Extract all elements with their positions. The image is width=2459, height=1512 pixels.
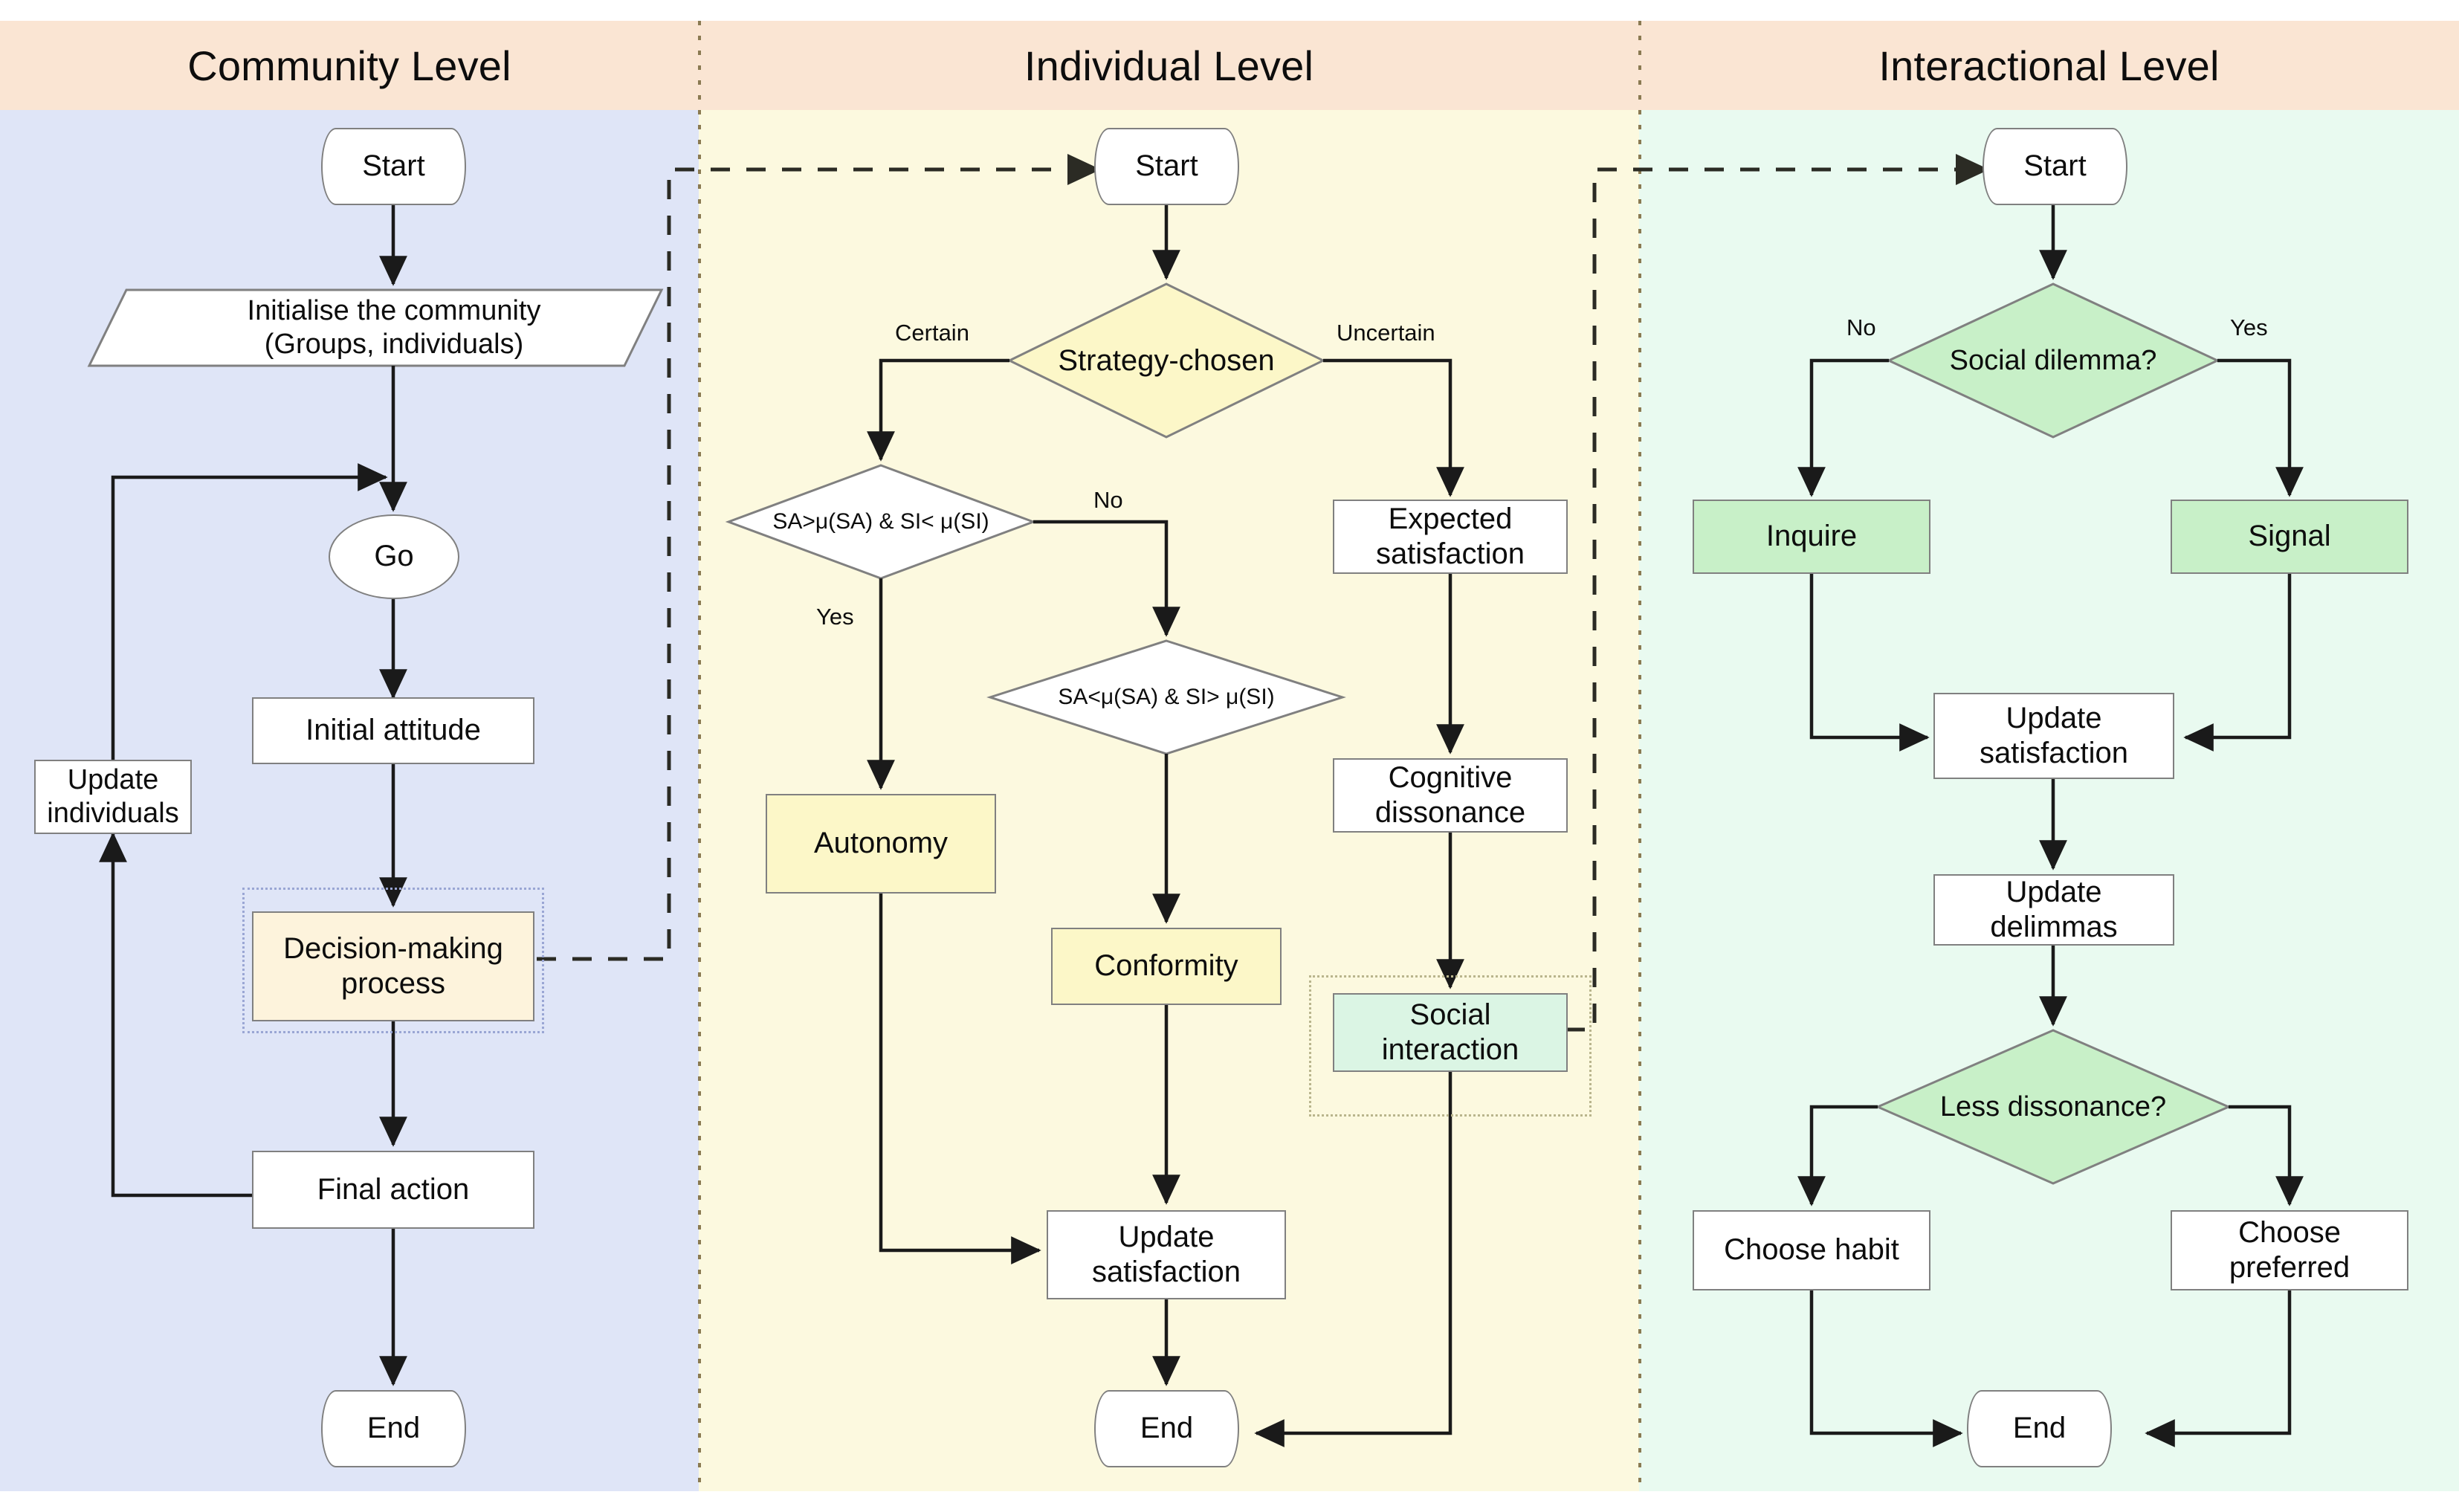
node-label: End xyxy=(1140,1412,1194,1445)
edge-xinquire-xupdatesat xyxy=(1809,574,1930,752)
node-label: Final action xyxy=(317,1172,470,1206)
lane-title-interactional: Interactional Level xyxy=(1878,42,2220,89)
node-label-line2: (Groups, individuals) xyxy=(264,329,524,360)
node-interactional-end[interactable]: End xyxy=(1967,1390,2112,1467)
node-label-line1: Update xyxy=(67,764,159,796)
dashed-link-social-to-interactional-start xyxy=(1494,154,1990,1032)
node-interactional-signal[interactable]: Signal xyxy=(2171,500,2408,574)
node-community-initialise[interactable]: Initialise the community (Groups, indivi… xyxy=(119,290,669,366)
node-individual-update-satisfaction[interactable]: Update satisfaction xyxy=(1047,1210,1286,1299)
node-label-line2: satisfaction xyxy=(1091,1256,1241,1288)
node-interactional-update-dilemmas[interactable]: Update delimmas xyxy=(1933,874,2174,946)
edge-label-certain: Certain xyxy=(895,320,969,346)
node-interactional-inquire[interactable]: Inquire xyxy=(1693,500,1930,574)
node-community-decision-making[interactable]: Decision-making process xyxy=(252,911,534,1021)
node-label: Start xyxy=(1135,149,1198,183)
edge-xsignal-xupdatesat xyxy=(2183,574,2292,752)
edge-icond1-icond2 xyxy=(1033,520,1180,637)
lane-title-community: Community Level xyxy=(187,42,511,89)
node-label-line2: delimmas xyxy=(1990,911,2118,943)
node-label: Go xyxy=(374,540,414,573)
node-label: Start xyxy=(2023,149,2087,183)
node-label: Inquire xyxy=(1765,520,1858,553)
edge-istrategy-iexpected xyxy=(1323,358,1464,497)
node-label: End xyxy=(2012,1412,2067,1445)
node-label-line2: satisfaction xyxy=(1375,537,1525,570)
group-social-interaction xyxy=(1309,975,1592,1117)
edge-label-yes-dilemma: Yes xyxy=(2230,314,2268,340)
node-label-line2: interaction xyxy=(1381,1033,1519,1066)
edge-xdilemma-xinquire xyxy=(1797,358,1889,497)
node-interactional-start[interactable]: Start xyxy=(1983,128,2127,205)
edge-istrategy-icond1 xyxy=(867,358,1009,462)
node-label: Autonomy xyxy=(813,827,949,860)
node-label: Conformity xyxy=(1094,949,1238,983)
shape-social-dilemma-diamond xyxy=(1886,282,2220,439)
lane-title-individual: Individual Level xyxy=(1024,42,1314,89)
node-individual-autonomy[interactable]: Autonomy xyxy=(766,794,996,894)
edge-xlessdis-xpreferred xyxy=(2229,1105,2304,1206)
shape-cond2-diamond xyxy=(986,639,1346,755)
edge-xdilemma-xsignal xyxy=(2217,358,2304,497)
node-individual-expected-satisfaction[interactable]: Expected satisfaction xyxy=(1333,500,1568,574)
shape-strategy-chosen-diamond xyxy=(1006,282,1326,439)
node-label: Initial attitude xyxy=(306,714,481,747)
node-community-end[interactable]: End xyxy=(321,1390,466,1467)
node-label: Start xyxy=(362,149,425,183)
node-individual-social-interaction[interactable]: Social interaction xyxy=(1333,993,1568,1072)
node-label: End xyxy=(366,1412,421,1445)
node-community-start[interactable]: Start xyxy=(321,128,466,205)
edge-cupdate-cgo xyxy=(111,463,388,760)
node-label-line1: Initialise the community xyxy=(247,295,541,327)
node-interactional-choose-preferred[interactable]: Choose preferred xyxy=(2171,1210,2408,1290)
edge-label-no-cond1: No xyxy=(1093,487,1123,513)
node-label-line1: Update xyxy=(2006,875,2102,908)
group-decision-making xyxy=(242,888,544,1033)
node-label-line1: Social xyxy=(1409,998,1491,1031)
edge-cfinal-cupdate xyxy=(99,832,252,1198)
edge-iautonomy-iupdatesat xyxy=(879,894,1041,1264)
edge-xlessdis-xhabit xyxy=(1797,1105,1878,1206)
node-label-line2: preferred xyxy=(2229,1251,2350,1284)
node-community-update-individuals[interactable]: Update individuals xyxy=(34,760,192,834)
node-label-line1: Expected xyxy=(1388,502,1513,535)
node-label: Choose habit xyxy=(1724,1233,1899,1267)
node-label-line1: Decision-making xyxy=(283,931,503,965)
edge-isocial-iend xyxy=(1254,1072,1453,1447)
edge-label-no-dilemma: No xyxy=(1846,314,1876,340)
node-community-final-action[interactable]: Final action xyxy=(252,1151,534,1229)
node-label-line1: Choose xyxy=(2238,1215,2341,1249)
lane-header-band xyxy=(0,21,2459,110)
node-individual-cognitive-dissonance[interactable]: Cognitive dissonance xyxy=(1333,758,1568,833)
node-label-line1: Cognitive xyxy=(1388,760,1513,794)
node-interactional-update-satisfaction[interactable]: Update satisfaction xyxy=(1933,693,2174,779)
node-community-go[interactable]: Go xyxy=(329,514,459,599)
node-label-line1: Update xyxy=(2006,701,2102,734)
edge-xhabit-xend xyxy=(1809,1290,1963,1447)
node-community-initial-attitude[interactable]: Initial attitude xyxy=(252,697,534,764)
node-label-line2: satisfaction xyxy=(1979,737,2129,769)
shape-initialise-parallelogram xyxy=(87,288,664,367)
node-individual-end[interactable]: End xyxy=(1094,1390,1239,1467)
node-individual-start[interactable]: Start xyxy=(1094,128,1239,205)
edge-label-yes-cond1: Yes xyxy=(816,604,854,630)
shape-less-dissonance-diamond xyxy=(1875,1029,2232,1185)
edge-xpreferred-xend xyxy=(2145,1290,2292,1447)
node-label: Signal xyxy=(2248,520,2331,553)
node-interactional-choose-habit[interactable]: Choose habit xyxy=(1693,1210,1930,1290)
node-label-line2: dissonance xyxy=(1374,796,1526,829)
node-individual-conformity[interactable]: Conformity xyxy=(1051,928,1282,1005)
node-label-line1: Update xyxy=(1118,1220,1215,1253)
node-label-line2: process xyxy=(340,967,446,1000)
shape-cond1-diamond xyxy=(725,464,1037,580)
node-label-line2: individuals xyxy=(47,798,179,829)
edge-label-uncertain: Uncertain xyxy=(1337,320,1435,346)
